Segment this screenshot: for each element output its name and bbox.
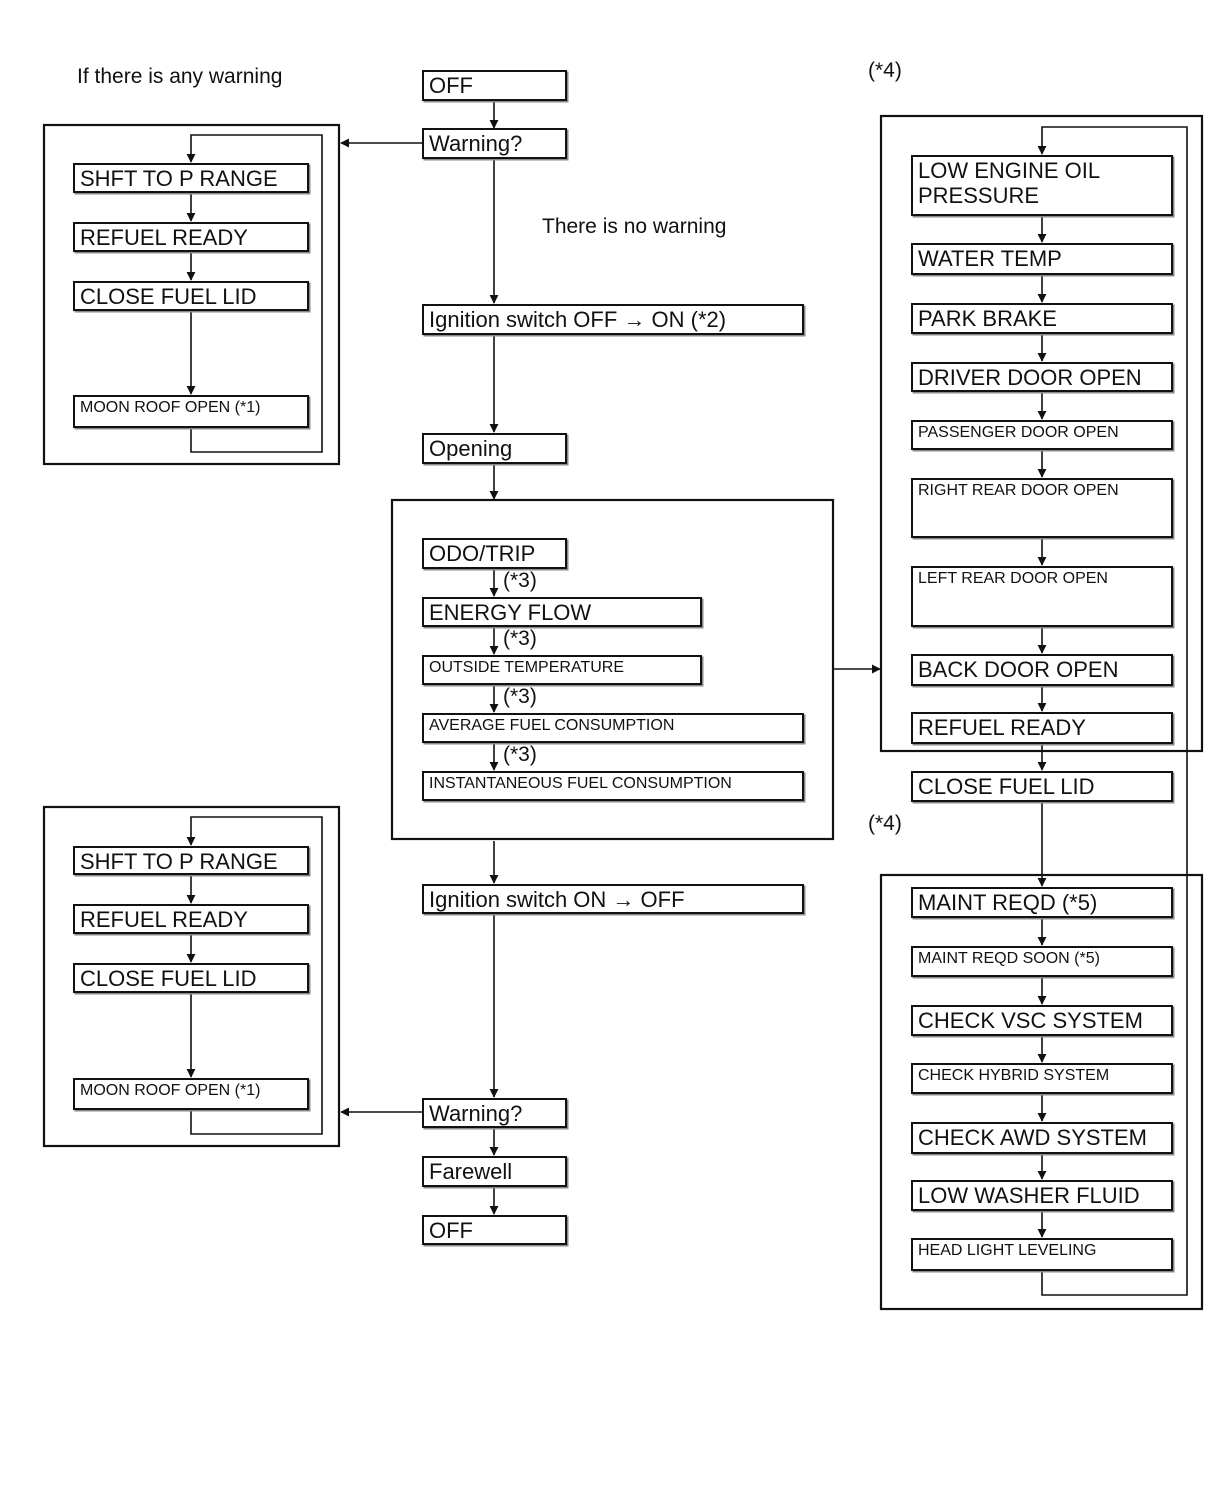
- warning-bottom-node: Warning?: [422, 1098, 567, 1128]
- ignition-off-node: Ignition switch ON → OFF: [422, 884, 804, 914]
- check-awd-node: CHECK AWD SYSTEM: [911, 1122, 1173, 1154]
- energy-flow-node: ENERGY FLOW: [422, 597, 702, 627]
- note-3-label: (*3): [503, 685, 537, 708]
- opening-node: Opening: [422, 433, 567, 464]
- left-bottom-frame: [42, 805, 341, 1148]
- maint-reqd-soon-node: MAINT REQD SOON (*5): [911, 946, 1173, 977]
- close-fuel-lid-node: CLOSE FUEL LID: [911, 771, 1173, 802]
- trip-info-frame: [390, 498, 835, 841]
- check-vsc-node: CHECK VSC SYSTEM: [911, 1005, 1173, 1036]
- low-washer-fluid-node: LOW WASHER FLUID: [911, 1180, 1173, 1211]
- close-fuel-lid-node: CLOSE FUEL LID: [73, 963, 309, 993]
- note-4-bottom: (*4): [868, 812, 902, 835]
- right-rear-door-node: RIGHT REAR DOOR OPEN: [911, 478, 1173, 538]
- moon-roof-open-node: MOON ROOF OPEN (*1): [73, 1078, 309, 1110]
- ignition-on-node: Ignition switch OFF → ON (*2): [422, 304, 804, 335]
- left-bottom-loop: [186, 816, 323, 1135]
- no-warning-label: There is no warning: [542, 215, 727, 238]
- note-3-label: (*3): [503, 627, 537, 650]
- low-engine-oil-node: LOW ENGINE OIL PRESSURE: [911, 155, 1173, 216]
- refuel-ready-node: REFUEL READY: [73, 222, 309, 252]
- off-bottom-node: OFF: [422, 1215, 567, 1245]
- off-top-node: OFF: [422, 70, 567, 101]
- average-fuel-node: AVERAGE FUEL CONSUMPTION: [422, 713, 804, 743]
- water-temp-node: WATER TEMP: [911, 243, 1173, 275]
- instantaneous-fuel-node: INSTANTANEOUS FUEL CONSUMPTION: [422, 771, 804, 801]
- head-light-leveling-node: HEAD LIGHT LEVELING: [911, 1238, 1173, 1271]
- refuel-ready-node: REFUEL READY: [73, 904, 309, 934]
- refuel-ready-node: REFUEL READY: [911, 712, 1173, 744]
- note-3-label: (*3): [503, 569, 537, 592]
- odo-trip-node: ODO/TRIP: [422, 538, 567, 569]
- farewell-node: Farewell: [422, 1156, 567, 1187]
- if-warning-label: If there is any warning: [77, 65, 283, 88]
- driver-door-node: DRIVER DOOR OPEN: [911, 362, 1173, 392]
- check-hybrid-node: CHECK HYBRID SYSTEM: [911, 1063, 1173, 1094]
- outside-temperature-node: OUTSIDE TEMPERATURE: [422, 655, 702, 685]
- shift-to-p-node: SHFT TO P RANGE: [73, 163, 309, 193]
- note-3-label: (*3): [503, 743, 537, 766]
- note-4-top: (*4): [868, 59, 902, 82]
- left-top-loop: [186, 134, 323, 453]
- left-top-frame: [42, 123, 341, 466]
- left-rear-door-node: LEFT REAR DOOR OPEN: [911, 566, 1173, 627]
- passenger-door-node: PASSENGER DOOR OPEN: [911, 420, 1173, 450]
- right-return-loop: [1037, 126, 1188, 1296]
- warning-top-node: Warning?: [422, 128, 567, 159]
- back-door-node: BACK DOOR OPEN: [911, 654, 1173, 686]
- shift-to-p-node: SHFT TO P RANGE: [73, 846, 309, 875]
- maint-reqd-node: MAINT REQD (*5): [911, 887, 1173, 918]
- close-fuel-lid-node: CLOSE FUEL LID: [73, 281, 309, 311]
- moon-roof-open-node: MOON ROOF OPEN (*1): [73, 395, 309, 428]
- park-brake-node: PARK BRAKE: [911, 303, 1173, 334]
